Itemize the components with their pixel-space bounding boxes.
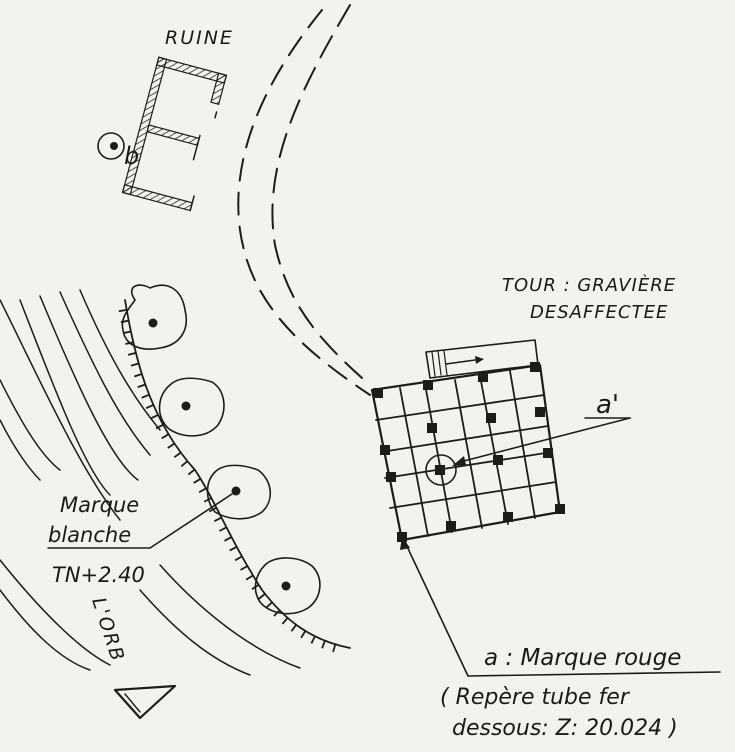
road: [237, 4, 371, 396]
label-repere-altitude: dessous: Z: 20.024 ): [452, 716, 678, 741]
tree: [121, 284, 187, 350]
tree-trunk: [148, 318, 158, 328]
river-bank-line: [19, 299, 111, 496]
trees: [121, 284, 321, 615]
label-ruine: RUINE: [165, 27, 234, 49]
hachure-tick: [229, 546, 238, 552]
label-point-b: b: [124, 142, 139, 170]
hachure-tick: [198, 487, 207, 494]
tower-grid: [375, 370, 557, 537]
tree: [254, 557, 321, 615]
tree-trunk: [181, 401, 191, 411]
river-bank-line: [0, 589, 91, 671]
river-bank-line: [0, 379, 61, 471]
river-bank-line: [159, 564, 301, 669]
tree-trunk: [281, 581, 291, 591]
embankment: [118, 299, 351, 653]
leader-lines: [47, 417, 721, 677]
hachure-tick: [213, 516, 222, 522]
label-point-a-prime: a': [596, 390, 619, 420]
label-repere-tube: ( Repère tube fer: [440, 685, 631, 710]
hachure-tick: [234, 555, 243, 562]
leader-marque-blanche: [149, 493, 233, 549]
hachure-tick: [265, 601, 273, 609]
label-tour: TOUR : GRAVIÈRE: [502, 274, 676, 296]
hachure-tick: [310, 635, 316, 644]
hachure-tick: [167, 442, 175, 449]
hachure-tick: [141, 393, 150, 399]
hachure-tick: [150, 414, 159, 420]
point-a-prime-marker: [425, 454, 457, 486]
hachure-tick: [180, 460, 189, 467]
river-bank-line: [0, 299, 121, 521]
tower: [370, 339, 565, 542]
hachure-tick: [290, 624, 297, 632]
hachure-tick: [193, 478, 202, 484]
hachure-tick: [127, 352, 137, 356]
road-outer-edge: [271, 4, 363, 379]
leader-a-prime: [459, 417, 631, 463]
hachure-tick: [161, 433, 169, 440]
hachure-tick: [173, 451, 182, 459]
hachure-tick: [281, 617, 289, 625]
hachure-tick: [273, 609, 281, 617]
river-banks: [0, 289, 301, 676]
road-inner-edge: [237, 9, 371, 396]
hachure-tick: [137, 383, 146, 388]
tower-stair: [425, 339, 539, 379]
hachure-tick: [240, 565, 248, 571]
hachure-tick: [118, 308, 127, 313]
river-bank-line: [59, 291, 151, 456]
hachure-tick: [187, 468, 196, 476]
hachure-tick: [258, 593, 266, 600]
label-desaffectee: DESAFFECTEE: [530, 302, 668, 323]
label-tn-elevation: TN+2.40: [52, 563, 145, 587]
river-bank-line: [139, 589, 251, 676]
tree: [206, 464, 271, 520]
ruin: [121, 56, 228, 212]
tree-trunk: [231, 486, 241, 496]
ruin-wall: [210, 72, 228, 106]
label-marque-rouge: a : Marque rouge: [484, 645, 681, 671]
hachure-tick: [245, 574, 254, 581]
tower-pillars: [373, 362, 565, 542]
leader-marque-rouge: [403, 539, 469, 677]
label-marque: Marque: [60, 493, 139, 517]
hachure-tick: [300, 630, 307, 639]
river-bank-line: [0, 559, 111, 666]
hachure-tick: [332, 644, 337, 653]
hachure-tick: [130, 362, 139, 367]
label-blanche: blanche: [48, 523, 131, 547]
river-bank-line: [39, 295, 139, 481]
hachure-tick: [321, 640, 326, 649]
river-bank-line: [0, 419, 41, 481]
embankment-hachures: [118, 308, 337, 653]
hachure-tick: [145, 404, 154, 409]
hachure-tick: [224, 536, 232, 542]
hachure-tick: [218, 526, 227, 532]
tree: [158, 377, 225, 437]
point-b-marker: [97, 132, 125, 160]
hachure-tick: [133, 373, 143, 378]
benchmark-triangle: [113, 684, 177, 720]
hachure-tick: [155, 423, 164, 430]
